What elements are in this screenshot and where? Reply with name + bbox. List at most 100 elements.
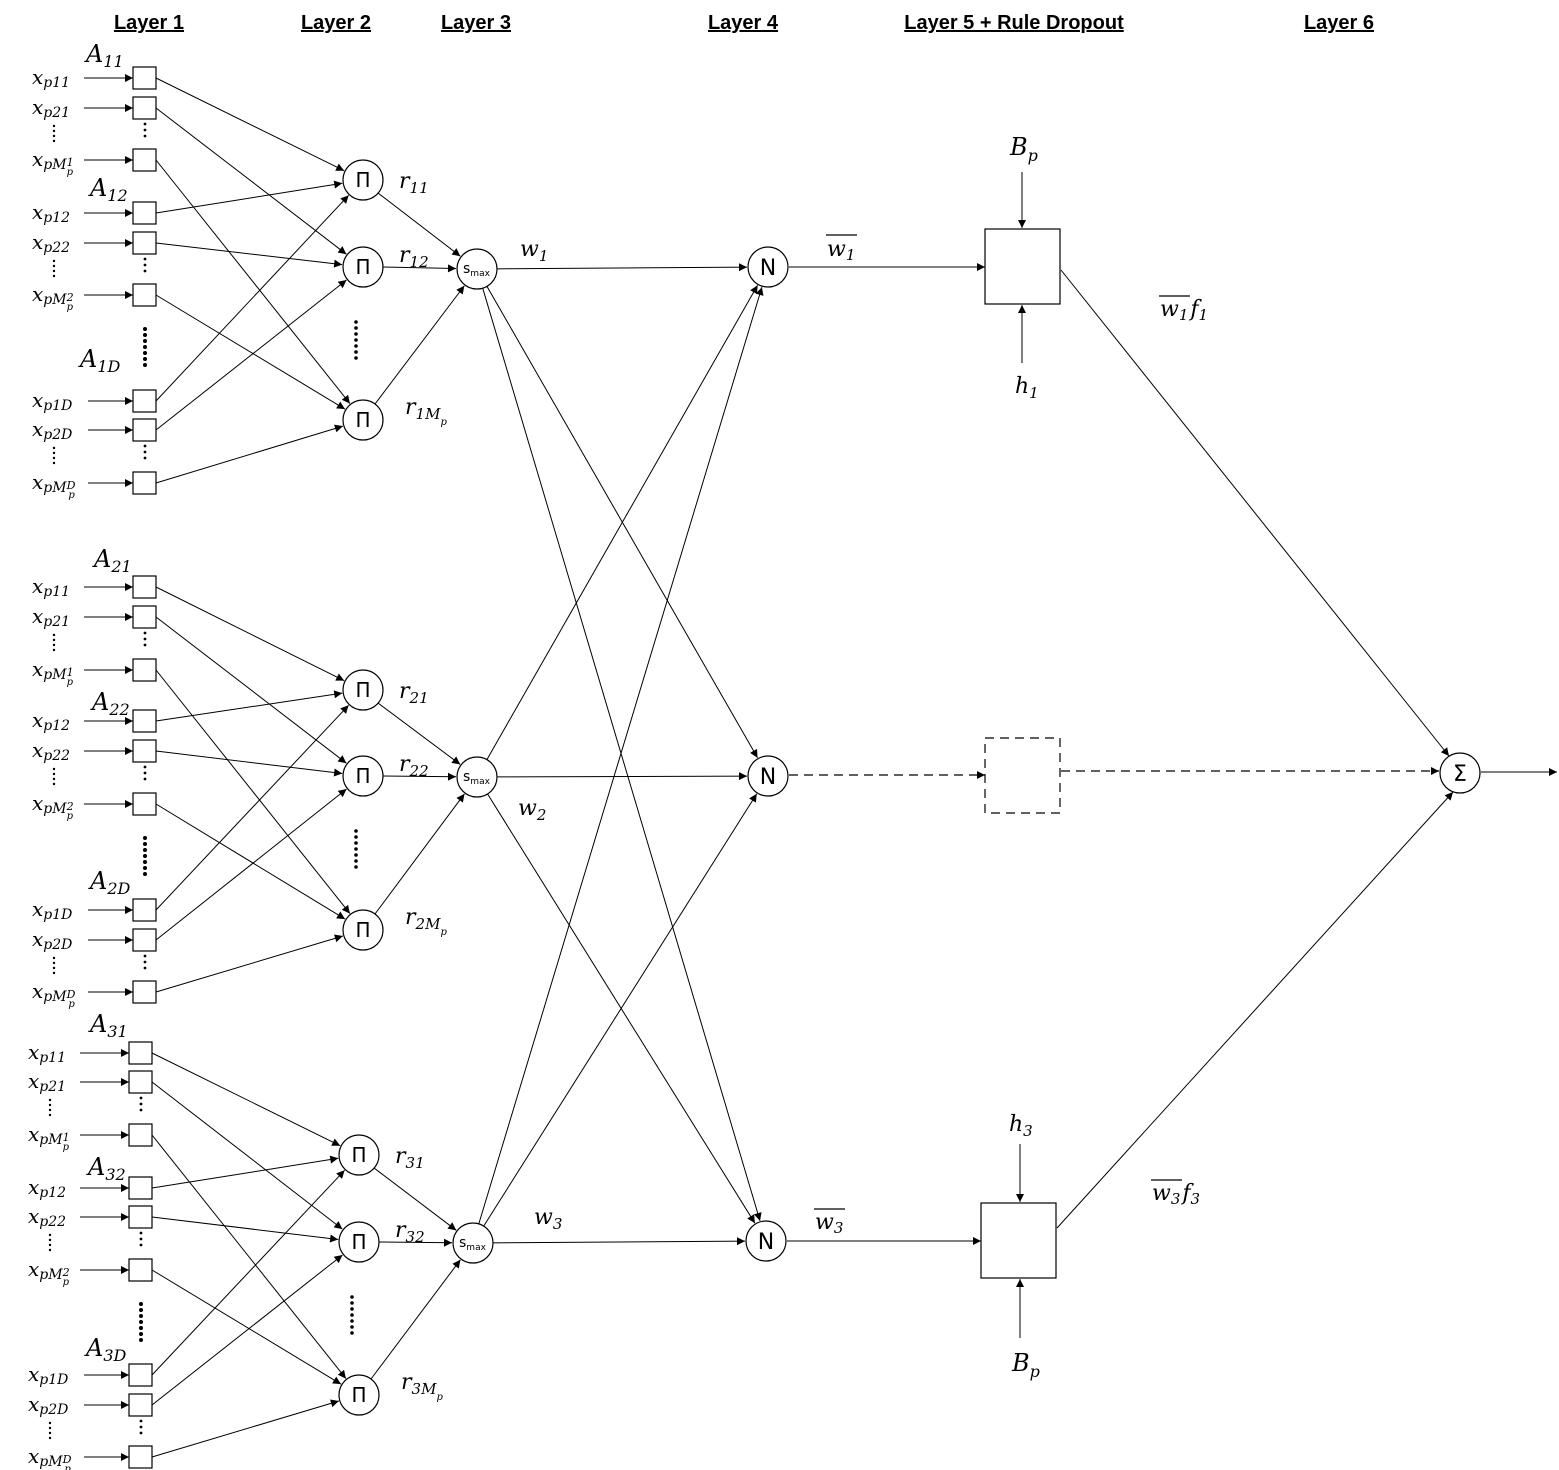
membership-function-box — [132, 96, 157, 120]
wbar-1-label: w1 — [827, 237, 855, 264]
product-symbol: Π — [355, 764, 370, 788]
product-node: Π — [342, 909, 384, 951]
w3f3-label: w3f3 — [1152, 1181, 1200, 1208]
product-symbol: Π — [355, 408, 370, 432]
box-ellipsis — [143, 954, 147, 970]
membership-function-box — [128, 1393, 153, 1417]
product-to-smax-edge — [377, 702, 461, 765]
smax-to-norm-edge — [482, 288, 762, 1222]
bp-bottom-label: Bp — [1011, 1349, 1040, 1381]
firing-weight-label: w1 — [520, 237, 548, 265]
box-to-sum-edge — [1060, 269, 1450, 757]
membership-to-product-edge — [155, 279, 347, 431]
product-symbol: Π — [351, 1230, 366, 1254]
product-node: Π — [338, 1221, 380, 1263]
product-ellipsis — [354, 829, 358, 869]
layer-1-header: Layer 1 — [114, 12, 184, 34]
membership-A-label: A12 — [88, 174, 128, 205]
membership-to-product-edge — [155, 180, 343, 214]
membership-to-product-edge — [151, 1155, 339, 1189]
dropped-rule-2-box — [984, 737, 1061, 814]
membership-to-product-edge — [151, 1052, 341, 1147]
input-label-x11: xp11 — [32, 574, 70, 600]
membership-to-product-edge — [151, 1254, 343, 1406]
rule-strength-label: r12 — [399, 243, 429, 271]
smax-node: smax — [452, 1222, 494, 1264]
smax-node: smax — [456, 756, 498, 798]
product-node: Π — [342, 669, 384, 711]
layer-2-header: Layer 2 — [301, 12, 371, 34]
product-to-smax-edge — [374, 793, 465, 915]
product-node: Π — [338, 1134, 380, 1176]
firing-weight-label: w2 — [518, 796, 546, 824]
membership-function-box — [132, 389, 157, 413]
membership-A-label: A22 — [90, 688, 130, 719]
product-node: Π — [338, 1374, 380, 1416]
norm-symbol: N — [760, 765, 776, 790]
input-label-x12: xp12 — [28, 1175, 66, 1201]
box-ellipsis — [143, 631, 147, 647]
membership-A-label: A32 — [86, 1153, 126, 1184]
input-label-x12: xp12 — [32, 200, 70, 226]
membership-function-box — [132, 898, 157, 922]
product-ellipsis — [350, 1295, 354, 1335]
rule-strength-label: r31 — [395, 1144, 425, 1172]
block-ellipsis — [143, 327, 147, 367]
smax-to-norm-edge — [492, 1237, 746, 1246]
product-to-smax-edge — [378, 1238, 453, 1247]
label-ellipsis — [52, 446, 56, 465]
membership-function-box — [132, 471, 157, 495]
smax-to-norm-edge — [496, 772, 748, 781]
smax-symbol: smax — [463, 769, 491, 787]
layer4-nodes: N N N — [745, 246, 789, 1262]
h1-label: h1 — [1015, 374, 1039, 402]
membership-to-product-edge — [155, 194, 350, 402]
product-node: Π — [342, 399, 384, 441]
membership-to-product-edge — [151, 1269, 342, 1385]
rule-1-consequent-box — [984, 228, 1061, 305]
box-to-sum-edge — [1056, 791, 1454, 1229]
product-symbol: Π — [351, 1383, 366, 1407]
membership-to-product-edge — [151, 1081, 343, 1230]
label-ellipsis — [52, 259, 56, 278]
membership-to-product-edge — [155, 77, 345, 172]
membership-A-label: A31 — [88, 1010, 128, 1041]
membership-to-product-edge — [155, 424, 344, 484]
input-label-x1D: xp1D — [32, 897, 72, 923]
membership-function-box — [128, 1176, 153, 1200]
membership-function-box — [132, 231, 157, 255]
layer-5-header: Layer 5 + Rule Dropout — [904, 12, 1124, 34]
membership-to-product-edge — [155, 934, 344, 993]
product-to-smax-edge — [370, 1259, 461, 1380]
label-ellipsis — [52, 956, 56, 975]
input-label-x21: xp21 — [32, 604, 70, 630]
box-ellipsis — [143, 444, 147, 460]
smax-to-norm-edge — [486, 284, 759, 760]
input-label-x11: xp11 — [32, 65, 70, 91]
smax-to-norm-edge — [478, 286, 764, 1225]
edges — [80, 74, 1557, 1461]
input-label-x12: xp12 — [32, 708, 70, 734]
membership-function-box — [132, 605, 157, 629]
smax-node: smax — [456, 248, 498, 290]
sum-symbol: Σ — [1453, 762, 1467, 787]
smax-to-norm-edge — [496, 263, 748, 272]
membership-function-box — [132, 148, 157, 172]
label-ellipsis — [52, 633, 56, 652]
input-label-x1D: xp1D — [32, 388, 72, 414]
membership-to-product-edge — [155, 803, 346, 920]
membership-to-product-edge — [151, 1169, 345, 1376]
input-label-x2D: xp2D — [32, 417, 72, 443]
product-symbol: Π — [355, 255, 370, 279]
box-ellipsis — [139, 1096, 143, 1112]
membership-to-product-edge — [155, 704, 349, 911]
rule-strength-label: r21 — [399, 679, 429, 707]
membership-function-box — [132, 658, 157, 682]
input-label-x1D: xp1D — [28, 1362, 68, 1388]
